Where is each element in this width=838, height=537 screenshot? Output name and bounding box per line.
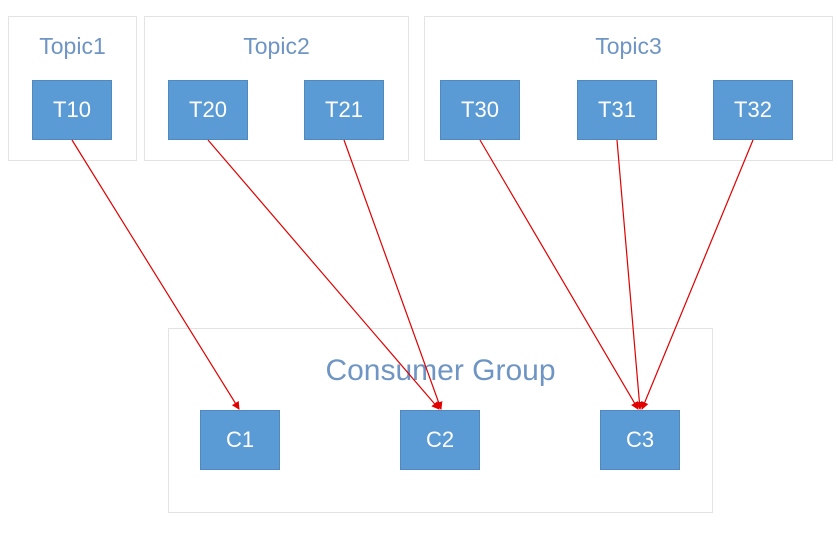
partition-node-t21: T21 — [304, 80, 384, 140]
topic3-title: Topic3 — [595, 33, 662, 59]
consumer-group-title: Consumer Group — [325, 354, 556, 387]
consumer-node-c1: C1 — [200, 410, 280, 470]
partition-node-t31: T31 — [577, 80, 657, 140]
topic1-title: Topic1 — [39, 33, 106, 59]
consumer-node-c2: C2 — [400, 410, 480, 470]
topic2-title: Topic2 — [243, 33, 310, 59]
partition-node-t10: T10 — [32, 80, 112, 140]
partition-node-t32: T32 — [713, 80, 793, 140]
partition-node-t20: T20 — [168, 80, 248, 140]
consumer-node-c3: C3 — [600, 410, 680, 470]
partition-node-t30: T30 — [440, 80, 520, 140]
